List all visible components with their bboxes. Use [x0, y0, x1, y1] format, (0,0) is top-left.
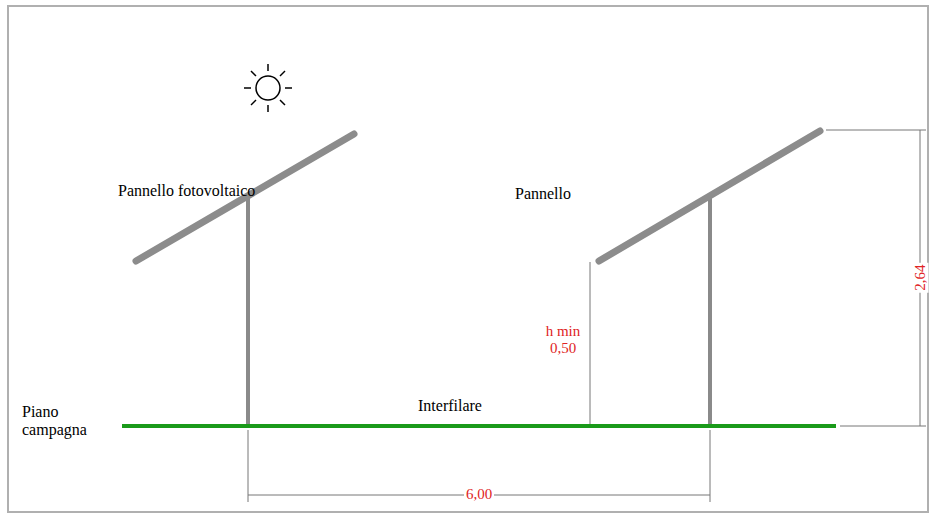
dimension-label: h min 0,50: [538, 323, 588, 358]
row-spacing-label: Interfilare: [418, 397, 482, 415]
solar-panel: [599, 131, 820, 261]
support-post: [708, 198, 712, 425]
sun-symbol: [244, 64, 292, 112]
panel-label: Pannello: [515, 185, 571, 203]
dimension-label: 2,64: [911, 263, 928, 293]
ground-line: [122, 424, 836, 428]
panel-label: Pannello fotovoltaico: [118, 182, 255, 200]
frame: [8, 6, 928, 512]
support-post: [246, 198, 250, 425]
ground-label: Piano campagna: [22, 403, 104, 440]
dimension-lines: [248, 130, 926, 502]
dimension-label: 6,00: [464, 486, 494, 503]
